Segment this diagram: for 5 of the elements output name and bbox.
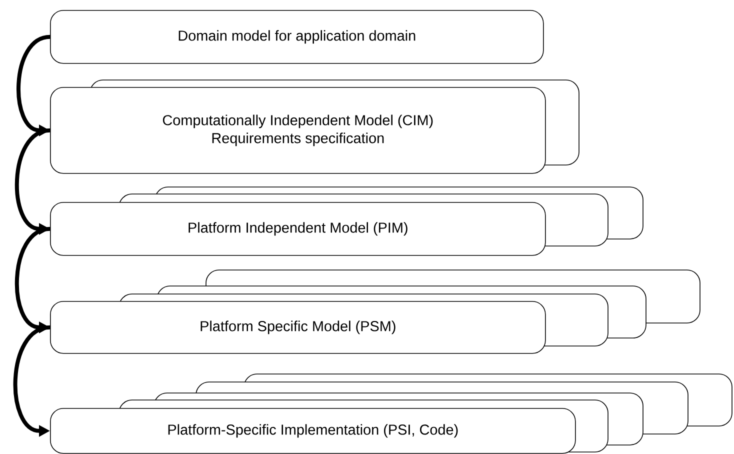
model-box: Domain model for application domain: [50, 10, 544, 64]
model-box: Computationally Independent Model (CIM) Requirements specification: [50, 87, 546, 174]
model-box: Platform Independent Model (PIM): [50, 202, 546, 256]
model-box: Platform-Specific Implementation (PSI, Code): [50, 408, 576, 454]
model-box: Platform Specific Model (PSM): [50, 301, 546, 354]
